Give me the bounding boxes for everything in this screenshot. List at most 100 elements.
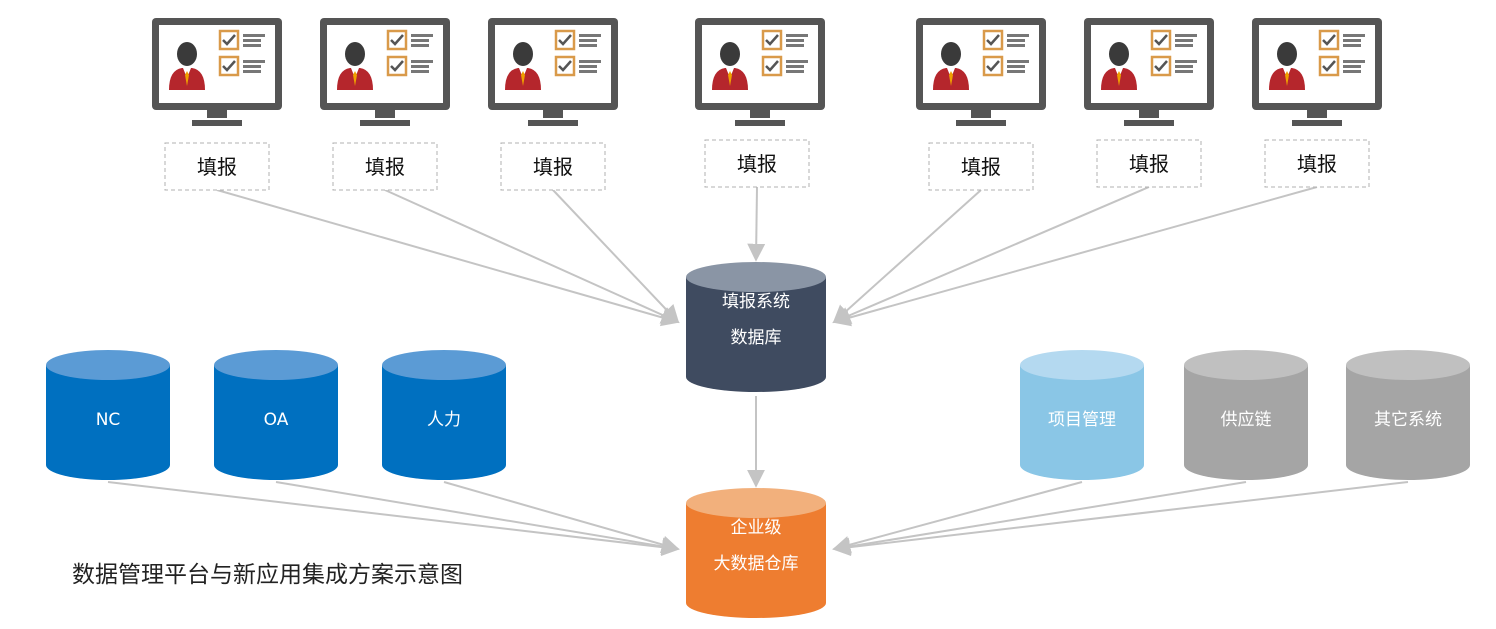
text-line bbox=[411, 44, 429, 47]
text-line bbox=[579, 65, 597, 68]
checkmark-icon bbox=[1322, 60, 1336, 72]
cylinder-body bbox=[686, 277, 826, 392]
cylinder-label: OA bbox=[264, 410, 289, 430]
text-line bbox=[1007, 65, 1025, 68]
terminal-monitor bbox=[1252, 18, 1382, 126]
text-line bbox=[411, 60, 433, 63]
monitor-stand bbox=[1292, 120, 1342, 126]
cylinder-top bbox=[382, 350, 506, 380]
monitor-neck bbox=[1307, 110, 1327, 118]
checkbox-icon bbox=[386, 55, 408, 77]
terminal-label-box bbox=[164, 142, 270, 191]
cylinder-label: 其它系统 bbox=[1374, 410, 1442, 430]
text-line bbox=[786, 34, 808, 37]
monitor-stand bbox=[1124, 120, 1174, 126]
tie bbox=[1117, 71, 1121, 86]
monitor-neck bbox=[207, 110, 227, 118]
text-line bbox=[1343, 70, 1361, 73]
text-line bbox=[243, 60, 265, 63]
text-line bbox=[786, 44, 804, 47]
checkbox-icon bbox=[554, 55, 576, 77]
cylinder-body bbox=[686, 503, 826, 618]
text-line bbox=[1343, 65, 1361, 68]
terminal-monitor bbox=[916, 18, 1046, 126]
checkbox-icon bbox=[554, 29, 576, 51]
cylinder-body bbox=[214, 365, 338, 480]
cylinder-label: 项目管理 bbox=[1048, 410, 1116, 430]
checkmark-icon bbox=[390, 34, 404, 46]
person-head bbox=[177, 42, 197, 66]
checkbox-icon bbox=[386, 29, 408, 51]
cylinder-body bbox=[1020, 365, 1144, 480]
text-line bbox=[1343, 60, 1365, 63]
source-database-2: OA bbox=[214, 350, 338, 480]
person-head bbox=[1277, 42, 1297, 66]
source-database-1: NC bbox=[46, 350, 170, 480]
tie bbox=[353, 71, 357, 86]
terminal-label-box bbox=[704, 139, 810, 188]
terminal-label: 填报 bbox=[1297, 152, 1337, 176]
checkbox-icon bbox=[761, 55, 783, 77]
text-line bbox=[243, 44, 261, 47]
monitor-neck bbox=[971, 110, 991, 118]
connectors bbox=[107, 186, 1409, 557]
monitor-stand bbox=[735, 120, 785, 126]
terminal-label-box bbox=[500, 142, 606, 191]
connector-terminal-to-hub bbox=[832, 186, 1318, 327]
terminal-monitor bbox=[320, 18, 450, 126]
text-line bbox=[243, 34, 265, 37]
text-line bbox=[1007, 60, 1029, 63]
checkmark-icon bbox=[558, 34, 572, 46]
cylinder-top bbox=[686, 488, 826, 518]
cylinder-body bbox=[382, 365, 506, 480]
tie bbox=[521, 71, 525, 86]
terminal-label: 填报 bbox=[961, 155, 1001, 179]
checkmark-icon bbox=[1154, 60, 1168, 72]
text-line bbox=[1007, 39, 1025, 42]
connector-terminal-to-hub bbox=[832, 186, 1150, 324]
monitor-neck bbox=[750, 110, 770, 118]
text-line bbox=[579, 60, 601, 63]
text-line bbox=[786, 60, 808, 63]
terminal-label: 填报 bbox=[737, 152, 777, 176]
connector-terminal-to-hub bbox=[747, 186, 766, 262]
connector-source-to-warehouse bbox=[832, 481, 1409, 557]
connector-source-to-warehouse bbox=[275, 481, 680, 556]
tie bbox=[185, 71, 189, 86]
cylinder-top bbox=[686, 262, 826, 292]
terminal-monitor bbox=[488, 18, 618, 126]
checkbox-icon bbox=[1150, 55, 1172, 77]
text-line bbox=[1175, 39, 1193, 42]
person-head bbox=[513, 42, 533, 66]
tie bbox=[728, 71, 732, 86]
cylinder-top bbox=[1184, 350, 1308, 380]
cylinder-label: NC bbox=[96, 410, 121, 430]
checkbox-icon bbox=[982, 55, 1004, 77]
checkmark-icon bbox=[558, 60, 572, 72]
tie bbox=[1285, 71, 1289, 86]
connector-terminal-to-hub bbox=[552, 189, 680, 324]
checkbox-icon bbox=[761, 29, 783, 51]
monitor-stand bbox=[360, 120, 410, 126]
checkmark-icon bbox=[222, 34, 236, 46]
text-line bbox=[243, 39, 261, 42]
cylinder-top bbox=[46, 350, 170, 380]
cylinder-top bbox=[214, 350, 338, 380]
terminal-label: 填报 bbox=[365, 155, 405, 179]
text-line bbox=[411, 39, 429, 42]
cylinder-body bbox=[1184, 365, 1308, 480]
checkmark-icon bbox=[222, 60, 236, 72]
cylinder-label: 大数据仓库 bbox=[714, 554, 799, 574]
monitor-neck bbox=[1139, 110, 1159, 118]
monitor-stand bbox=[956, 120, 1006, 126]
text-line bbox=[579, 34, 601, 37]
person-head bbox=[1109, 42, 1129, 66]
diagram-caption: 数据管理平台与新应用集成方案示意图 bbox=[72, 562, 463, 588]
person-head bbox=[941, 42, 961, 66]
text-line bbox=[786, 70, 804, 73]
text-line bbox=[1175, 70, 1193, 73]
cylinder-body bbox=[1346, 365, 1470, 480]
